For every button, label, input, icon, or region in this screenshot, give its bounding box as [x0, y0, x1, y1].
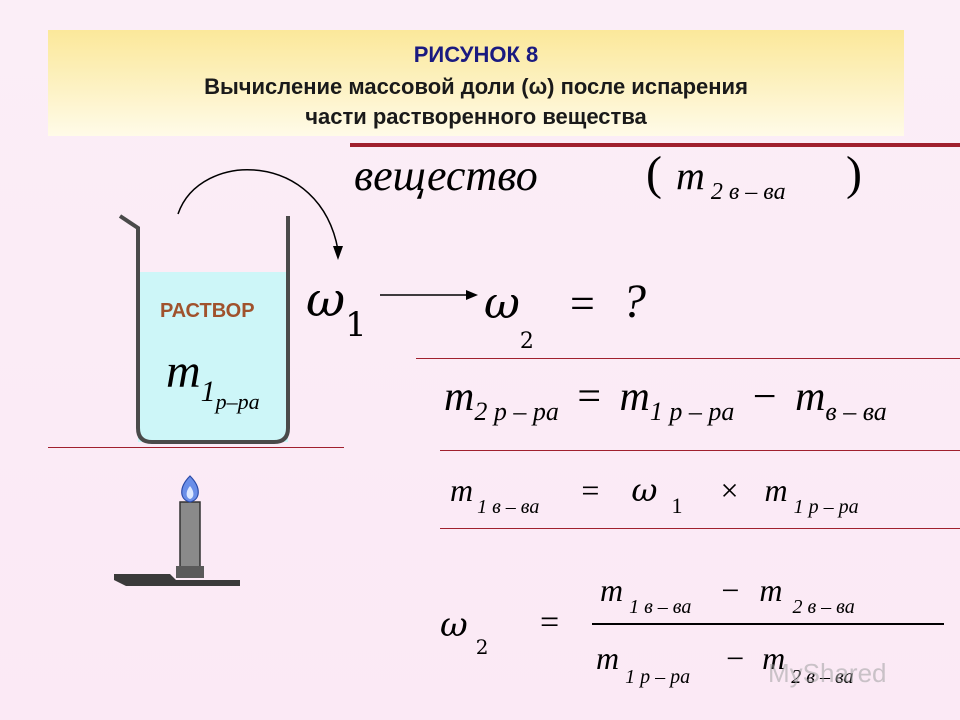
figure-subtitle-line2: части растворенного вещества — [305, 104, 647, 129]
beaker-base-line — [48, 447, 344, 448]
eq3-equals: = — [540, 604, 560, 641]
paren-open: ( — [646, 147, 662, 200]
omega-equals: = — [570, 279, 595, 328]
watermark: MyShared — [768, 658, 887, 688]
substance-word: вещество — [354, 151, 538, 200]
beaker-mass: m1р–ра — [166, 345, 260, 414]
eq-divider-3 — [440, 528, 960, 529]
flame-icon — [181, 475, 199, 503]
eq1-formula: m2 р – ра = m1 р – ра − mв – ва — [444, 374, 887, 426]
omega-1: ω1 — [306, 272, 367, 345]
eq3-denominator: m1 р – ра − m2 в – ва — [596, 640, 854, 688]
solution-label: РАСТВОР — [160, 300, 255, 322]
question-mark: ? — [622, 275, 646, 328]
title-banner: РИСУНОК 8 Вычисление массовой доли (ω) п… — [48, 30, 904, 136]
figure-title: РИСУНОК 8 — [413, 42, 539, 67]
eq-divider-1 — [416, 358, 960, 359]
fraction-bar — [592, 623, 944, 625]
beaker-icon — [118, 214, 290, 444]
arrow-curved-icon — [177, 169, 343, 260]
omega-2: ω2 — [484, 278, 534, 354]
arrow-right-icon — [380, 290, 478, 300]
eq3-lhs: ω2 — [440, 605, 489, 659]
paren-close: ) — [846, 147, 862, 200]
burner-icon — [114, 501, 240, 586]
figure-subtitle-line1: Вычисление массовой доли (ω) после испар… — [204, 74, 748, 99]
top-divider — [350, 143, 960, 147]
eq-divider-2 — [440, 450, 960, 451]
